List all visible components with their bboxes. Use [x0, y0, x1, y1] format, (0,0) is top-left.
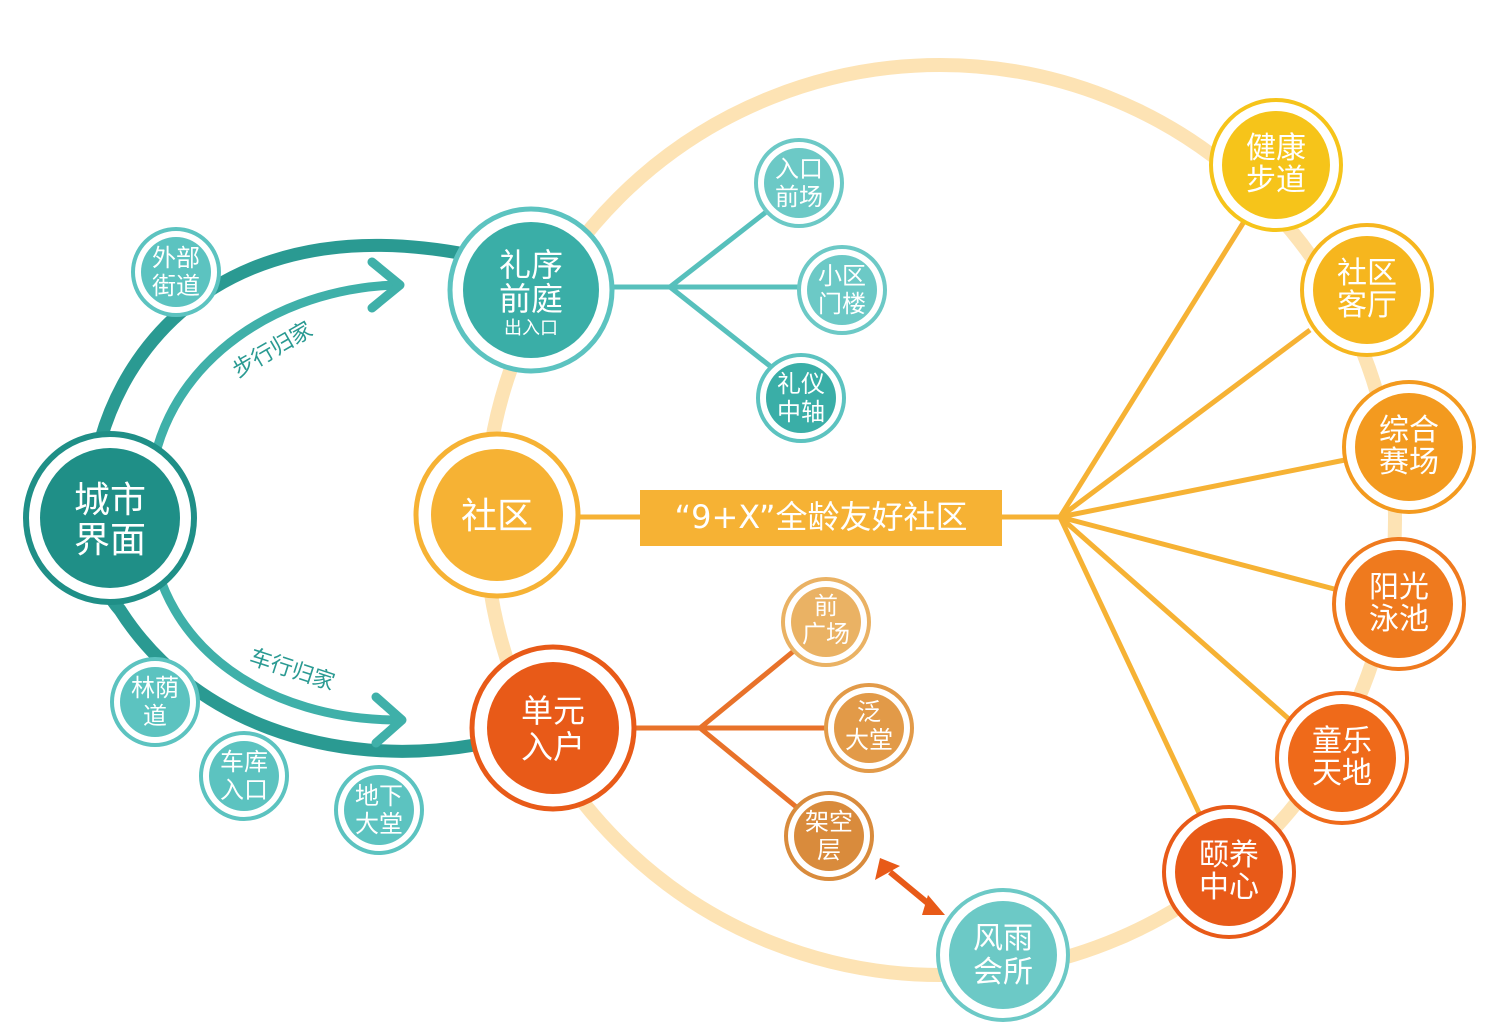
kids-line1: 童乐 — [1312, 724, 1372, 759]
tree-path-node[interactable]: 林荫 道 — [110, 657, 200, 747]
kids-land-node[interactable]: 童乐 天地 — [1275, 691, 1409, 825]
entry-plaza-line2: 前场 — [775, 183, 823, 211]
clubhouse-line1: 风雨 — [973, 921, 1033, 956]
gate-line2: 门楼 — [818, 290, 866, 318]
city-line2: 界面 — [74, 520, 146, 561]
entrance-sub: 出入口 — [504, 318, 558, 339]
lounge-line2: 客厅 — [1337, 288, 1397, 323]
unit-entry-node[interactable]: 单元 入户 — [469, 644, 637, 812]
city-line1: 城市 — [74, 480, 146, 521]
tree-path-line1: 林荫 — [131, 674, 179, 702]
unit-line1: 单元 — [521, 692, 585, 730]
lounge-line1: 社区 — [1337, 256, 1397, 291]
link-arrow-b — [922, 895, 945, 915]
health-line2: 步道 — [1246, 163, 1306, 198]
entrance-line2: 前庭 — [499, 280, 563, 318]
link-arrow-a — [875, 858, 900, 880]
stilt-floor-node[interactable]: 架空 层 — [784, 791, 874, 881]
arena-line2: 赛场 — [1379, 445, 1439, 480]
lobby-line2: 大堂 — [845, 726, 893, 754]
street-line1: 外部 — [152, 244, 200, 272]
front-plaza-line1: 前 — [814, 592, 838, 620]
underground-line2: 大堂 — [355, 810, 403, 838]
banner-box — [640, 490, 1002, 546]
sports-arena-node[interactable]: 综合 赛场 — [1342, 380, 1476, 514]
front-plaza-line2: 广场 — [802, 620, 850, 648]
community-label: 社区 — [461, 496, 533, 537]
pan-lobby-node[interactable]: 泛 大堂 — [824, 683, 914, 773]
front-plaza-node[interactable]: 前 广场 — [781, 577, 871, 667]
walk-home-label: 步行归家 — [229, 318, 318, 384]
pool-line1: 阳光 — [1369, 570, 1429, 605]
banner-text: “9+X”全龄友好社区 — [675, 498, 968, 536]
city-interface-node[interactable]: 城市 界面 — [23, 431, 197, 605]
arena-line1: 综合 — [1379, 413, 1439, 448]
walk-arc — [145, 280, 396, 501]
pool-line2: 泳池 — [1369, 602, 1429, 637]
sunshine-pool-node[interactable]: 阳光 泳池 — [1332, 537, 1466, 671]
community-node[interactable]: 社区 — [413, 431, 581, 599]
clubhouse-node[interactable]: 风雨 会所 — [936, 888, 1070, 1022]
unit-line2: 入户 — [521, 728, 585, 766]
walk-arrow-head — [367, 257, 405, 313]
stilt-clubhouse-link — [888, 869, 932, 908]
gate-line1: 小区 — [818, 262, 866, 290]
entrance-line1: 礼序 — [499, 246, 563, 284]
entrance-court-node[interactable]: 礼序 前庭 出入口 — [447, 206, 615, 374]
underground-lobby-node[interactable]: 地下 大堂 — [334, 765, 424, 855]
care-line2: 中心 — [1199, 870, 1259, 905]
street-node[interactable]: 外部 街道 — [131, 227, 221, 317]
axis-line1: 礼仪 — [777, 370, 825, 398]
unit-branches — [605, 648, 825, 812]
lobby-line1: 泛 — [857, 698, 881, 726]
entry-plaza-line1: 入口 — [775, 155, 823, 183]
clubhouse-line2: 会所 — [973, 955, 1033, 990]
kids-line2: 天地 — [1312, 756, 1372, 791]
community-lounge-node[interactable]: 社区 客厅 — [1300, 223, 1434, 357]
tree-path-line2: 道 — [143, 702, 167, 730]
health-trail-node[interactable]: 健康 步道 — [1209, 98, 1343, 232]
axis-line2: 中轴 — [777, 398, 825, 426]
entry-plaza-node[interactable]: 入口 前场 — [754, 138, 844, 228]
underground-line1: 地下 — [355, 782, 403, 810]
health-line1: 健康 — [1246, 131, 1306, 166]
care-line1: 颐养 — [1199, 838, 1259, 873]
gate-node[interactable]: 小区 门楼 — [797, 245, 887, 335]
stilt-line2: 层 — [817, 836, 841, 864]
ceremonial-axis-node[interactable]: 礼仪 中轴 — [756, 353, 846, 443]
elderly-care-node[interactable]: 颐养 中心 — [1162, 805, 1296, 939]
garage-node[interactable]: 车库 入口 — [199, 731, 289, 821]
street-line2: 街道 — [152, 272, 200, 300]
drive-arrow-head — [371, 692, 407, 748]
stilt-line1: 架空 — [805, 808, 853, 836]
garage-line2: 入口 — [220, 776, 268, 804]
garage-line1: 车库 — [220, 748, 268, 776]
